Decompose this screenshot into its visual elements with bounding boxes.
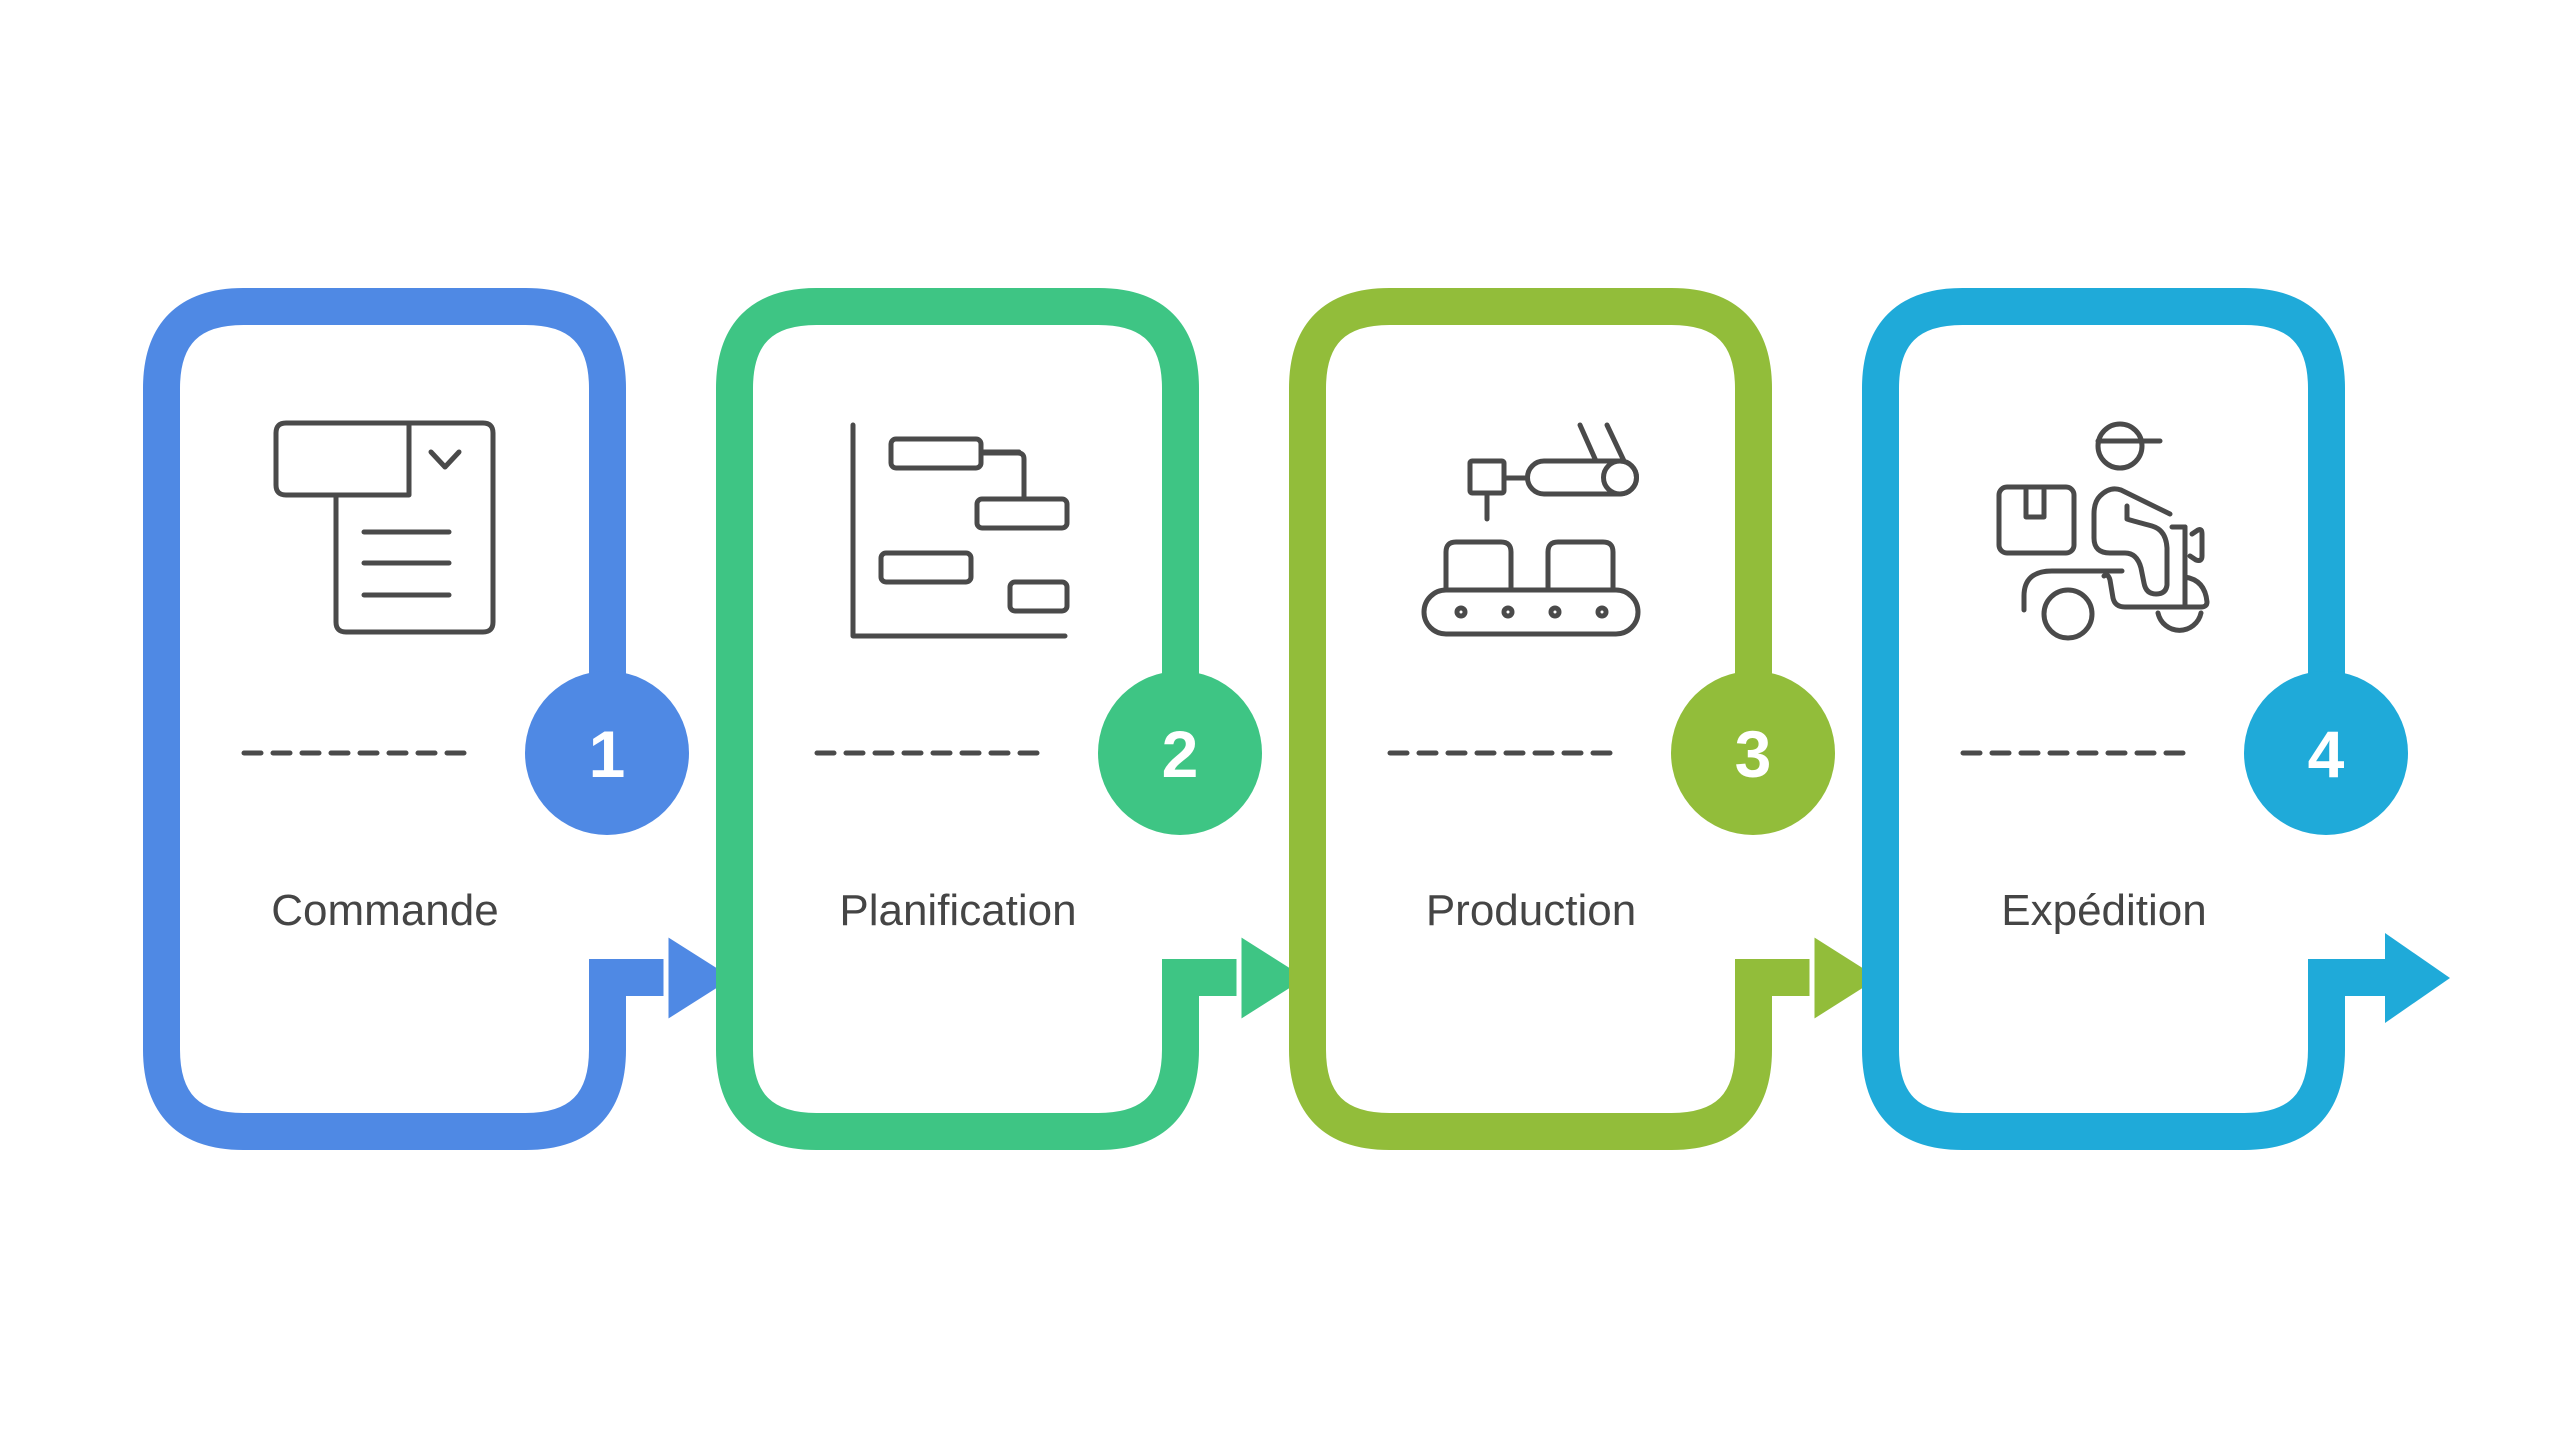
arrow-head [663, 928, 742, 1028]
delivery-scooter-icon [1996, 421, 2210, 641]
step-label: Production [1426, 886, 1636, 935]
step-number-badge [525, 671, 689, 835]
step-frame [716, 288, 1243, 1150]
conveyor-robot-icon [1421, 422, 1641, 637]
step-number-badge [2244, 671, 2408, 835]
step-number: 3 [1735, 717, 1772, 791]
order-form-icon [273, 420, 496, 635]
step-label: Expédition [2001, 886, 2206, 935]
step-label: Commande [271, 886, 498, 935]
arrow-head [1236, 928, 1315, 1028]
step-number-badge [1671, 671, 1835, 835]
step-label: Planification [839, 886, 1076, 935]
step-number: 2 [1162, 717, 1199, 791]
step-frame [1289, 288, 1816, 1150]
step-frame [1862, 288, 2389, 1150]
step-frame [143, 288, 670, 1150]
step-1: 1 Commande [143, 288, 742, 1150]
arrow-head [1809, 928, 1888, 1028]
gantt-chart-shapes [850, 422, 1070, 639]
arrow-head [2385, 933, 2450, 1023]
step-number-badge [1098, 671, 1262, 835]
step-4: 4 Expédition [1862, 288, 2450, 1150]
step-number: 4 [2308, 717, 2345, 791]
step-3: 3 Production [1289, 288, 1888, 1150]
step-2: 2 Planification [716, 288, 1315, 1150]
step-number: 1 [589, 717, 626, 791]
